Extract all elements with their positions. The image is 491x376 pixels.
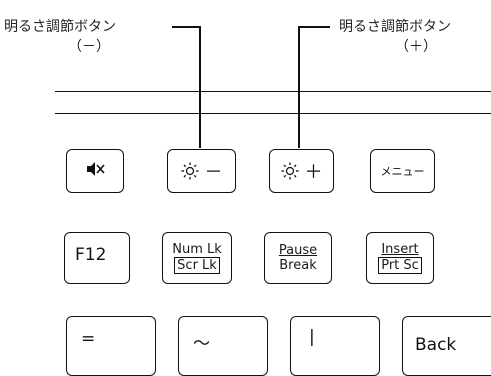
brightness-down-key[interactable]: －	[167, 149, 236, 193]
keyboard-edge-line-top	[55, 91, 491, 92]
callout-label-brightness-up: 明るさ調節ボタン	[339, 19, 451, 35]
insert-label: Insert	[381, 242, 419, 257]
backspace-key[interactable]: Back	[402, 316, 491, 376]
numlk-scrlk-key[interactable]: Num Lk Scr Lk	[162, 232, 232, 284]
tilde-key[interactable]: ～	[178, 316, 268, 376]
f12-key-label: F12	[75, 245, 107, 265]
pipe-key[interactable]: |	[290, 316, 380, 376]
minus-sign: －	[204, 162, 223, 183]
mute-key[interactable]	[66, 149, 124, 193]
backspace-key-label: Back	[415, 335, 457, 355]
callout-label-brightness-down: 明るさ調節ボタン	[4, 19, 116, 35]
keyboard-edge-line-bottom	[55, 113, 491, 114]
brightness-icon	[181, 162, 199, 180]
equals-key[interactable]: =	[66, 316, 156, 376]
pause-break-key[interactable]: Pause Break	[264, 232, 332, 284]
prtsc-label: Prt Sc	[378, 257, 422, 274]
callout-sub-brightness-down: （－）	[68, 39, 110, 55]
scrlk-label: Scr Lk	[174, 257, 220, 274]
pause-label: Pause	[278, 243, 318, 258]
brightness-up-key[interactable]: ＋	[269, 149, 334, 193]
leader-line-left-vertical	[199, 26, 201, 148]
numlk-label: Num Lk	[172, 242, 222, 257]
leader-line-right-horizontal	[298, 26, 330, 28]
pipe-key-label: |	[309, 327, 315, 347]
equals-key-label: =	[81, 329, 96, 349]
mute-icon	[85, 161, 105, 181]
callout-sub-brightness-up: （＋）	[395, 39, 437, 55]
plus-sign: ＋	[304, 162, 323, 183]
tilde-key-label: ～	[193, 334, 210, 354]
f12-key[interactable]: F12	[64, 232, 130, 284]
menu-key[interactable]: メニュー	[370, 149, 435, 193]
leader-line-right-vertical	[298, 26, 300, 148]
insert-prtsc-key[interactable]: Insert Prt Sc	[366, 232, 434, 284]
menu-key-label: メニュー	[380, 165, 425, 178]
leader-line-left-horizontal	[172, 26, 200, 28]
brightness-icon	[281, 162, 299, 180]
break-label: Break	[279, 258, 317, 273]
